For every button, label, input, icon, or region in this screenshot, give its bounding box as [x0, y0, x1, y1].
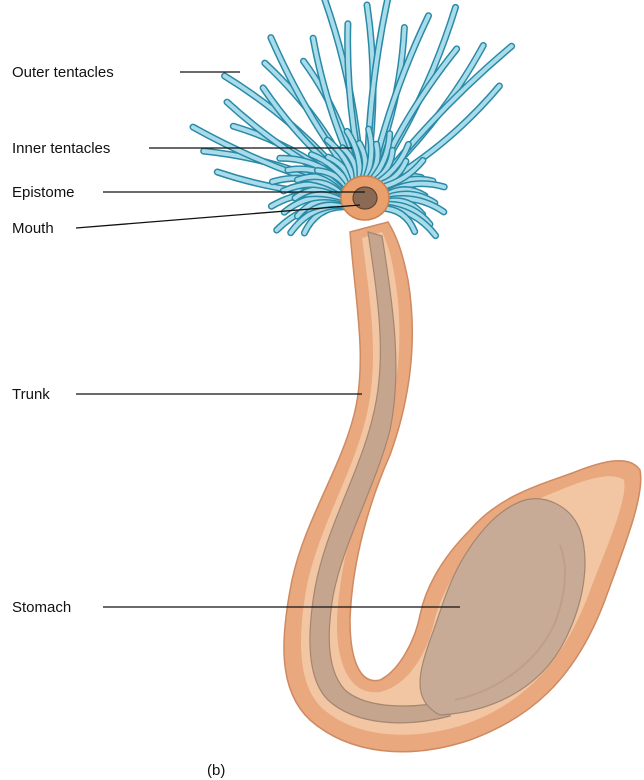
- labels: Outer tentacles Inner tentacles Epistome…: [12, 64, 225, 779]
- head-region: [341, 176, 389, 220]
- label-mouth: Mouth: [12, 220, 54, 237]
- label-stomach: Stomach: [12, 599, 71, 616]
- label-inner-tentacles: Inner tentacles: [12, 140, 110, 157]
- label-epistome: Epistome: [12, 184, 75, 201]
- body: [284, 222, 641, 752]
- figure-caption: (b): [207, 762, 225, 779]
- label-outer-tentacles: Outer tentacles: [12, 64, 114, 81]
- label-trunk: Trunk: [12, 386, 50, 403]
